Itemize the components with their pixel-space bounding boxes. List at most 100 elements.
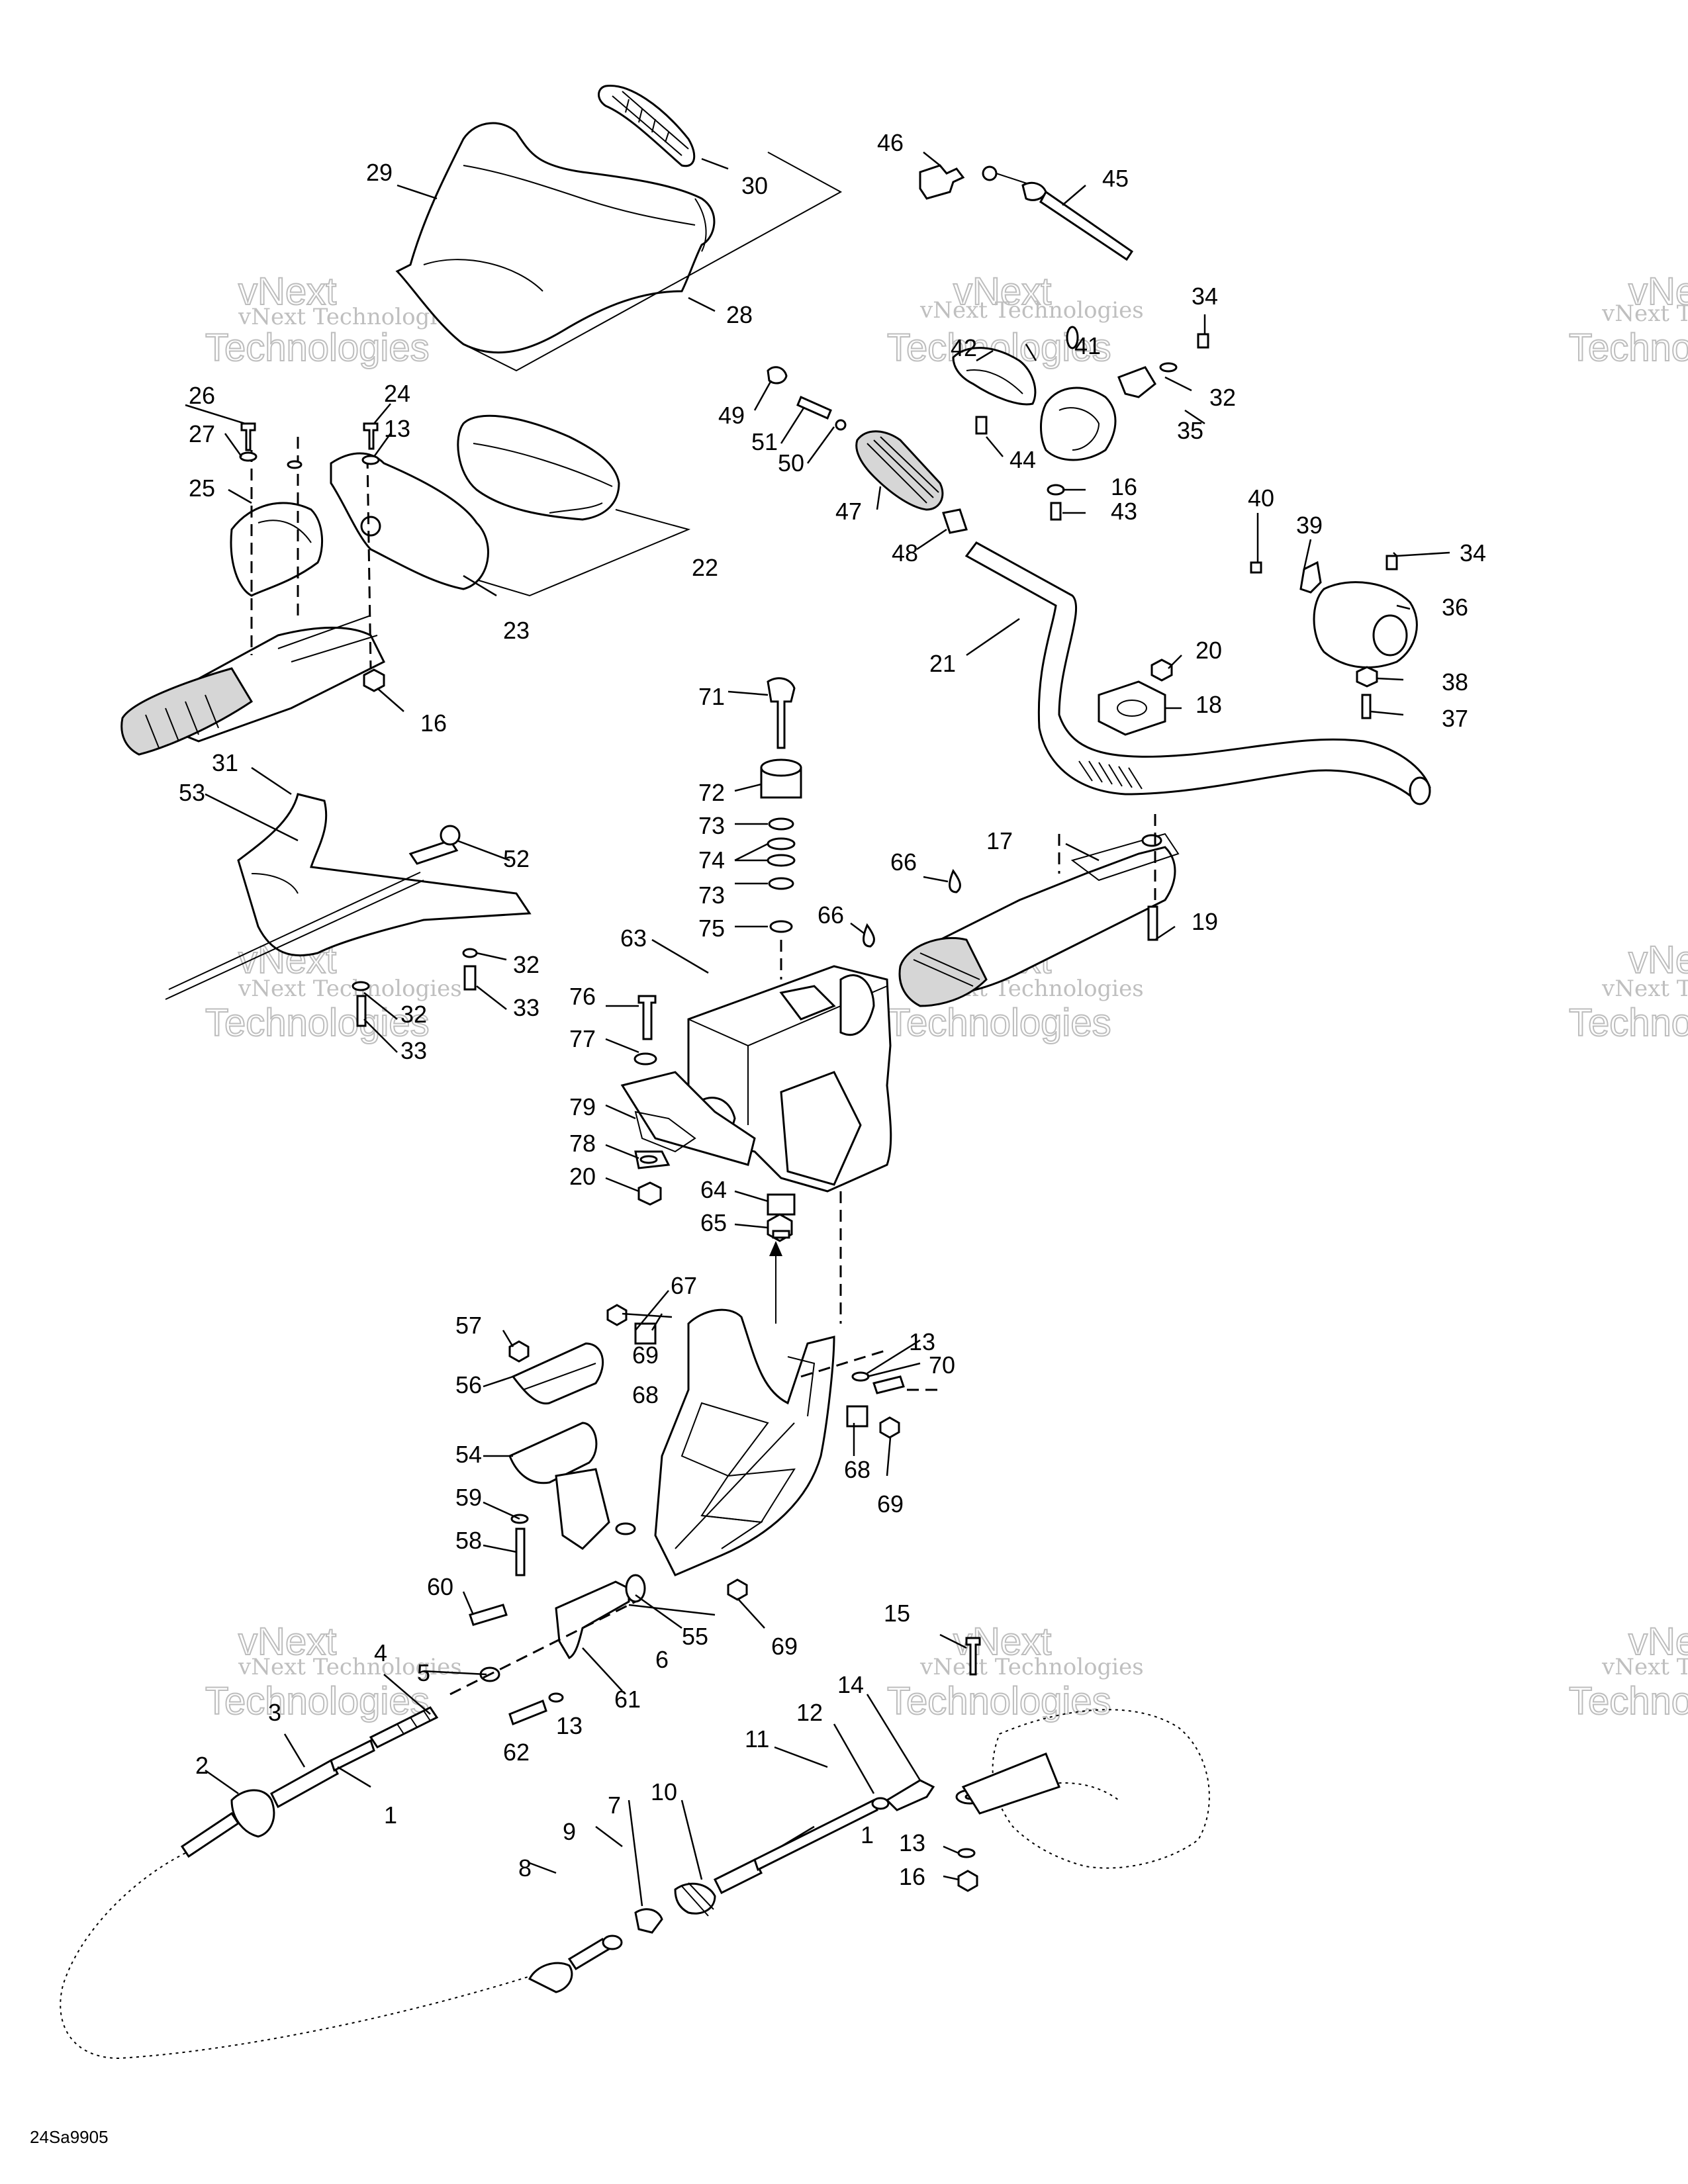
steering-cable-front xyxy=(180,1706,439,1858)
callout-57: 57 xyxy=(455,1312,482,1339)
callout-59: 59 xyxy=(455,1484,482,1511)
throttle-housing xyxy=(952,326,1117,521)
watermark-line2: Technologies xyxy=(1569,1680,1688,1723)
callout-74: 74 xyxy=(698,846,725,874)
watermark: vNext Technologies vNext Technologies xyxy=(205,269,462,370)
callout-13d: 13 xyxy=(899,1829,925,1856)
callout-51: 51 xyxy=(751,428,778,455)
callout-50: 50 xyxy=(778,449,804,477)
callout-69c: 69 xyxy=(771,1633,798,1660)
callout-6: 6 xyxy=(655,1646,669,1673)
watermark: vNext Technologies vNext Technologies xyxy=(205,938,462,1045)
watermark-line1: vNext xyxy=(238,1620,336,1663)
callout-68: 68 xyxy=(632,1381,659,1408)
callout-63: 63 xyxy=(620,925,647,952)
throttle-cable-small-parts xyxy=(919,164,1134,261)
callout-13: 13 xyxy=(384,415,410,442)
callout-8: 8 xyxy=(518,1854,532,1882)
watermark-line1: vNext xyxy=(1628,1620,1688,1663)
grease-drop-icon xyxy=(949,868,961,893)
callout-1: 1 xyxy=(384,1801,397,1829)
callout-67: 67 xyxy=(671,1272,697,1299)
callout-39: 39 xyxy=(1296,512,1323,539)
callout-18: 18 xyxy=(1196,691,1222,718)
watermark-company: vNext Technologies xyxy=(919,297,1144,324)
callout-54: 54 xyxy=(455,1441,482,1468)
jet-nozzle-outline xyxy=(961,1709,1210,1869)
callout-numbers: 29 30 28 46 45 34 32 35 42 41 44 16 43 4… xyxy=(179,129,1486,1890)
callout-5: 5 xyxy=(417,1659,430,1686)
callout-75: 75 xyxy=(698,915,725,942)
callout-17: 17 xyxy=(986,827,1013,854)
diagram-code: 24Sa9905 xyxy=(30,2127,109,2147)
callout-27: 27 xyxy=(189,420,215,447)
callout-62: 62 xyxy=(503,1739,530,1766)
callout-76: 76 xyxy=(569,983,596,1010)
callout-16b: 16 xyxy=(420,709,447,737)
right-grip xyxy=(767,366,968,534)
callout-44: 44 xyxy=(1009,446,1036,473)
callout-34b: 34 xyxy=(1460,539,1486,567)
callout-31: 31 xyxy=(212,749,238,776)
callout-66: 66 xyxy=(890,848,917,876)
callout-46: 46 xyxy=(877,129,904,156)
callout-33: 33 xyxy=(513,994,539,1021)
watermark-line1: vNext xyxy=(1628,938,1688,981)
assembly-bracket-28 xyxy=(463,152,843,372)
watermark-company: vNext Technologies xyxy=(1601,976,1688,1002)
callout-64: 64 xyxy=(700,1176,727,1203)
right-end-parts xyxy=(1250,555,1418,719)
callout-16c: 16 xyxy=(899,1863,925,1890)
assembly-arrow xyxy=(769,1191,842,1324)
callout-32: 32 xyxy=(1209,384,1236,411)
watermark: vNext Technologies vNext Technologies xyxy=(1568,1619,1688,1723)
callout-73: 73 xyxy=(698,812,725,839)
callout-72: 72 xyxy=(698,779,725,806)
callout-3: 3 xyxy=(268,1699,281,1726)
cable-clamp-parts xyxy=(508,1340,636,1576)
callout-4: 4 xyxy=(374,1639,387,1666)
callout-71: 71 xyxy=(698,683,725,710)
lower-left-bracket xyxy=(165,793,532,1027)
steering-cable-rear xyxy=(528,1779,935,1993)
callout-15: 15 xyxy=(884,1600,910,1627)
callout-56: 56 xyxy=(455,1371,482,1398)
support-mount-hardware xyxy=(606,1304,905,1601)
callout-25: 25 xyxy=(189,475,215,502)
watermark: vNext Technologies vNext Technologies xyxy=(1568,938,1688,1045)
callout-11: 11 xyxy=(745,1725,769,1752)
callout-66b: 66 xyxy=(818,901,844,929)
callout-32b: 32 xyxy=(513,951,539,978)
callout-36: 36 xyxy=(1442,594,1468,621)
callout-19: 19 xyxy=(1192,908,1218,935)
callout-13b: 13 xyxy=(909,1328,935,1355)
watermark: vNext Technologies vNext Technologies xyxy=(886,269,1144,370)
watermark-line1: vNext xyxy=(953,270,1051,313)
callout-43: 43 xyxy=(1111,498,1137,525)
callout-37: 37 xyxy=(1442,705,1468,732)
watermark-line2: Technologies xyxy=(1569,326,1688,369)
callout-9: 9 xyxy=(563,1818,576,1845)
callout-47: 47 xyxy=(835,498,862,525)
callout-53: 53 xyxy=(179,779,205,806)
callout-69: 69 xyxy=(632,1342,659,1369)
callout-21: 21 xyxy=(929,650,956,677)
callout-35: 35 xyxy=(1177,417,1203,444)
callout-33b: 33 xyxy=(400,1037,427,1064)
callout-26: 26 xyxy=(189,382,215,409)
steering-column-stack xyxy=(760,677,802,979)
callout-24: 24 xyxy=(384,380,410,407)
callout-41: 41 xyxy=(1074,332,1101,359)
handlebar xyxy=(964,541,1431,805)
callout-42: 42 xyxy=(951,334,977,361)
watermark-line1: vNext xyxy=(238,270,336,313)
watermark: vNext Technologies vNext Technologies xyxy=(886,1619,1144,1723)
callout-1b: 1 xyxy=(861,1821,874,1848)
watermark-company: vNext Technologies xyxy=(238,976,462,1002)
column-nut-stack xyxy=(767,1193,796,1242)
cable-bracket-hardware xyxy=(449,1574,646,1725)
watermark: vNext Technologies vNext Technologies xyxy=(1568,269,1688,370)
callout-30: 30 xyxy=(741,172,768,199)
callout-58: 58 xyxy=(455,1527,482,1554)
